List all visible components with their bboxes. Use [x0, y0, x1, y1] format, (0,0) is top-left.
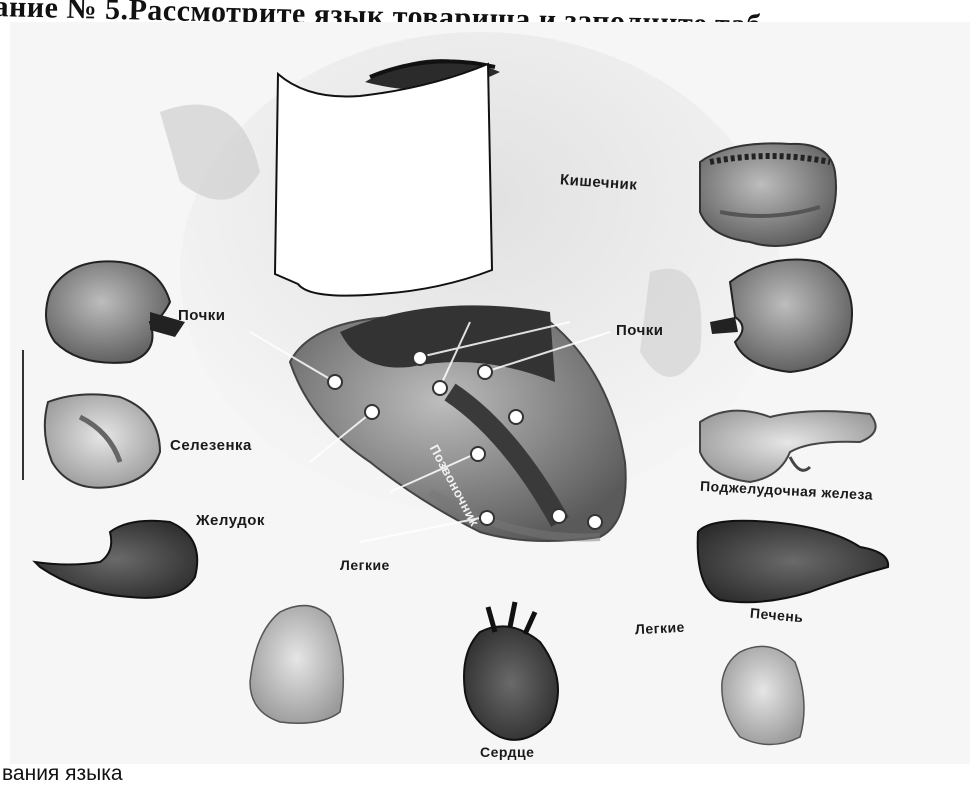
label-kidney-left: Почки — [178, 307, 226, 324]
paper-patch — [275, 64, 492, 296]
liver-organ — [698, 521, 888, 602]
tongue-organ-map-figure: Кишечник Почки Почки Селезенка Желудок Л… — [10, 22, 970, 764]
heart-organ — [464, 602, 558, 740]
spleen-organ — [45, 394, 160, 487]
intestine-organ — [700, 143, 836, 246]
label-stomach: Желудок — [196, 512, 265, 529]
footer-text: вания языка — [2, 762, 123, 786]
label-lungs-right: Легкие — [635, 619, 686, 638]
stomach-organ — [35, 521, 197, 598]
margin-line — [22, 350, 24, 480]
figure-drawing — [10, 22, 970, 764]
label-lungs-center: Легкие — [340, 557, 390, 573]
pancreas-organ — [700, 411, 876, 482]
label-heart: Сердце — [480, 744, 534, 760]
label-kidney-right: Почки — [616, 322, 664, 339]
lung-left-organ — [250, 606, 343, 724]
kidney-left-organ — [46, 261, 185, 362]
cheek-shadow-left — [160, 105, 260, 200]
lung-right-organ — [722, 646, 804, 744]
label-spleen: Селезенка — [170, 437, 252, 454]
